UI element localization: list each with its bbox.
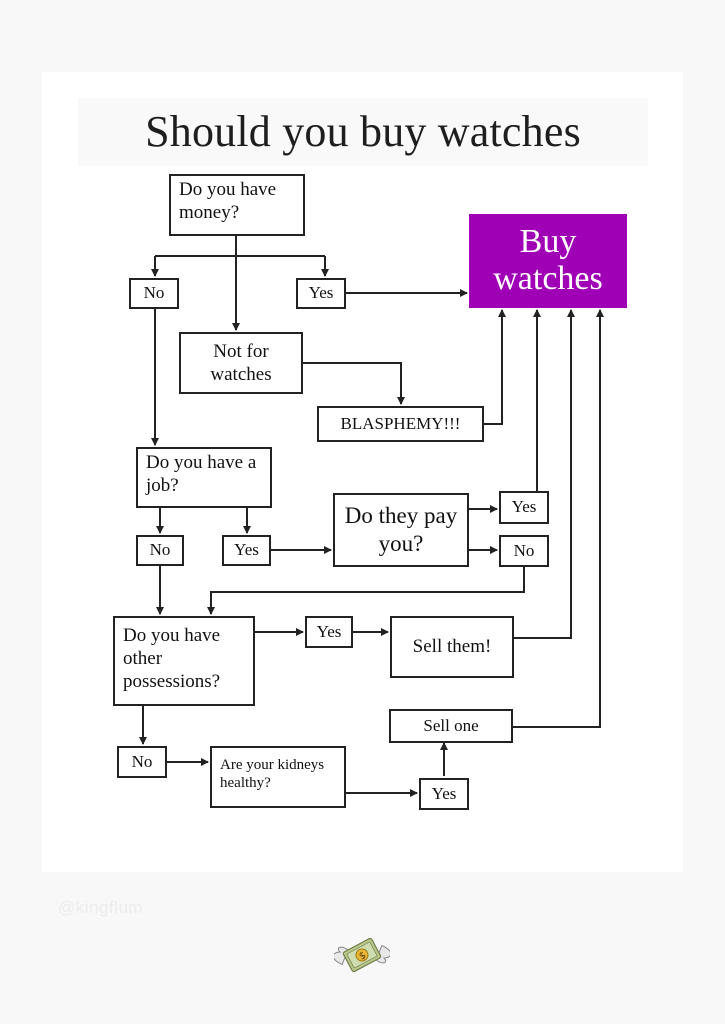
node-have-job: Do you have a job?	[136, 447, 272, 508]
node-other-possessions: Do you have other possessions?	[113, 616, 255, 706]
node-no-money: No	[129, 278, 179, 309]
node-buy-watches: Buy watches	[469, 214, 627, 308]
node-yes-paid: Yes	[499, 491, 549, 524]
node-kidneys-healthy: Are your kidneys healthy?	[210, 746, 346, 808]
node-sell-them: Sell them!	[390, 616, 514, 678]
node-yes-kidneys: Yes	[419, 778, 469, 810]
money-with-wings-icon: $	[334, 937, 390, 973]
node-blasphemy: BLASPHEMY!!!	[317, 406, 484, 442]
node-do-they-pay: Do they pay you?	[333, 493, 469, 567]
node-no-possessions: No	[117, 746, 167, 778]
svg-text:$: $	[357, 950, 368, 963]
node-no-job: No	[136, 535, 184, 566]
node-yes-possessions: Yes	[305, 616, 353, 648]
node-no-paid: No	[499, 535, 549, 567]
node-yes-job: Yes	[222, 535, 271, 566]
page-title: Should you buy watches	[78, 98, 648, 166]
node-have-money: Do you have money?	[169, 174, 305, 236]
watermark: @kingflum	[58, 898, 144, 917]
node-yes-money: Yes	[296, 278, 346, 309]
node-sell-one: Sell one	[389, 709, 513, 743]
node-not-for-watches: Not for watches	[179, 332, 303, 394]
